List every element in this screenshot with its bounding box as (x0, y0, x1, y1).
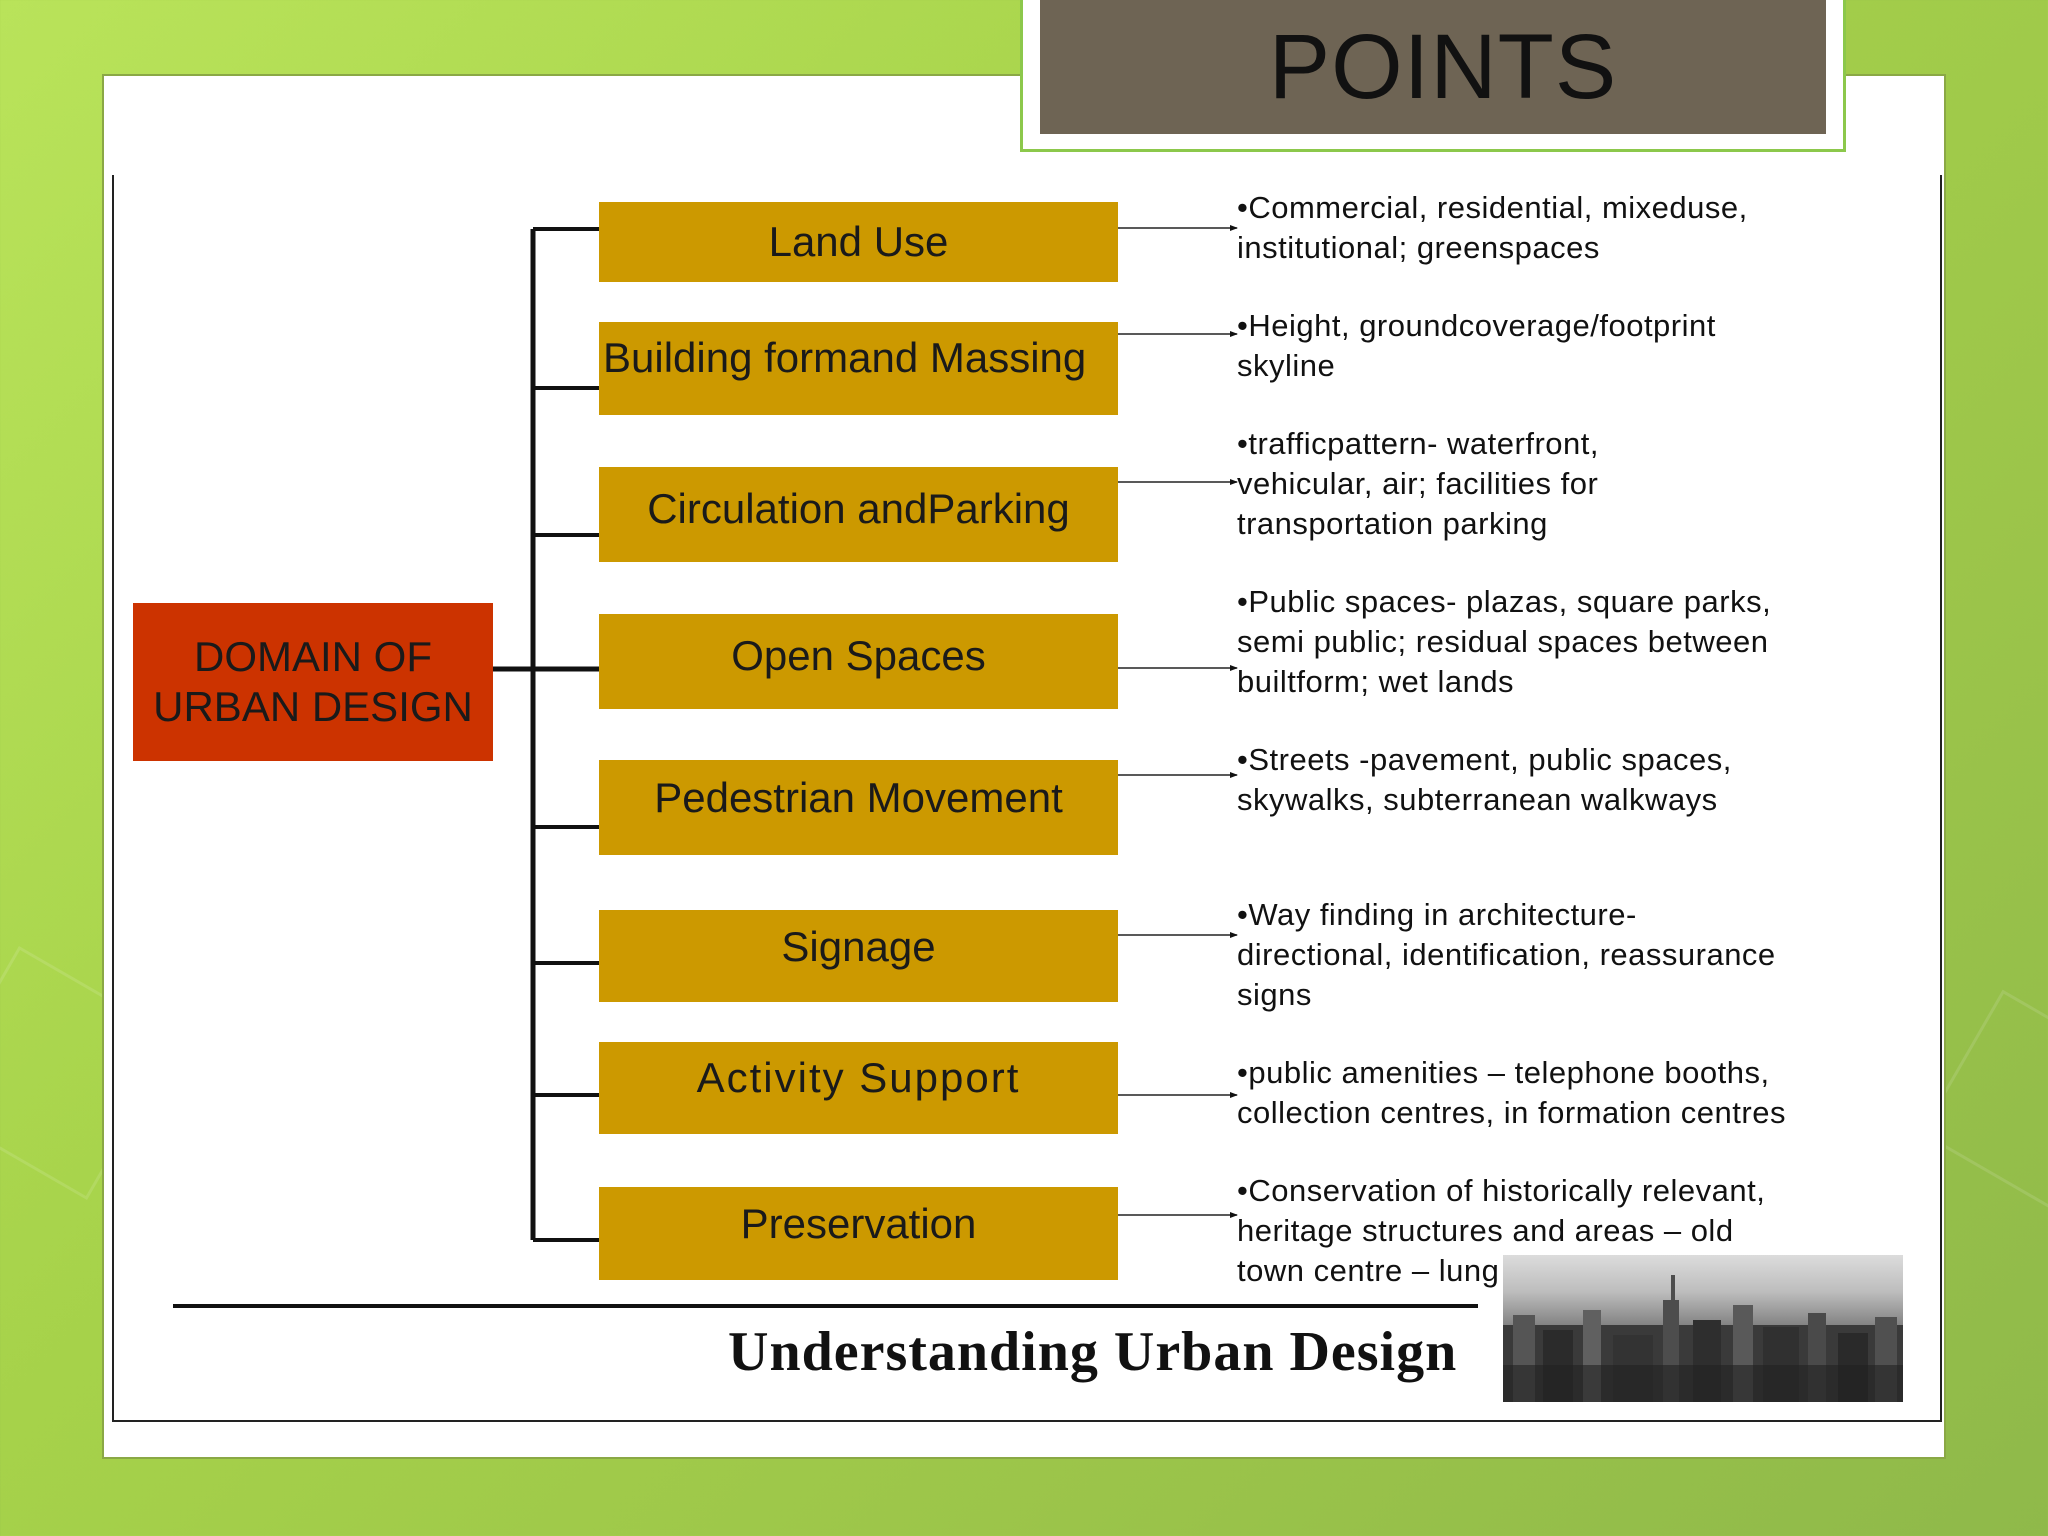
root-node-line-2: URBAN DESIGN (153, 683, 473, 730)
description-activity-support: •public amenities – telephone booths, co… (1237, 1053, 1786, 1133)
description-line: semi public; residual spaces between (1237, 624, 1769, 659)
description-preservation: •Conservation of historically relevant, … (1237, 1171, 1765, 1291)
category-label: Preservation (740, 1199, 977, 1247)
description-line: transportation parking (1237, 506, 1548, 541)
category-label: Activity Support (696, 1054, 1021, 1101)
description-line: vehicular, air; facilities for (1237, 466, 1599, 501)
category-label: Circulation andParking (647, 484, 1070, 532)
description-line: •public amenities – telephone booths, (1237, 1055, 1770, 1090)
description-signage: •Way finding in architecture- directiona… (1237, 895, 1776, 1015)
description-line: •Public spaces- plazas, square parks, (1237, 584, 1772, 619)
category-label: Building formand Massing (603, 333, 1087, 381)
root-node-domain-of-urban-design: DOMAIN OF URBAN DESIGN (133, 603, 493, 761)
slide-title: POINTS (1268, 15, 1618, 118)
description-line: skywalks, subterranean walkways (1237, 782, 1718, 817)
category-box-pedestrian: Pedestrian Movement (599, 760, 1118, 855)
description-line: builtform; wet lands (1237, 664, 1515, 699)
category-label: Signage (781, 923, 936, 970)
title-box: POINTS (1040, 0, 1826, 134)
category-box-open-spaces: Open Spaces (599, 614, 1118, 709)
description-line: •Streets -pavement, public spaces, (1237, 742, 1732, 777)
description-line: •Height, groundcoverage/footprint (1237, 308, 1716, 343)
category-box-circulation: Circulation andParking (599, 467, 1118, 562)
category-box-building-form: Building formand Massing (599, 322, 1118, 415)
description-pedestrian: •Streets -pavement, public spaces, skywa… (1237, 740, 1732, 820)
diagram-frame (112, 175, 1942, 1422)
category-box-activity-support: Activity Support (599, 1042, 1118, 1134)
description-building-form: •Height, groundcoverage/footprint skylin… (1237, 306, 1716, 386)
category-box-land-use: Land Use (599, 202, 1118, 282)
description-land-use: •Commercial, residential, mixeduse, inst… (1237, 188, 1748, 268)
category-box-preservation: Preservation (599, 1187, 1118, 1280)
description-line: skyline (1237, 348, 1336, 383)
description-line: •Commercial, residential, mixeduse, (1237, 190, 1748, 225)
skyline-silhouette (1503, 1275, 1903, 1402)
description-line: signs (1237, 977, 1312, 1012)
description-line: •trafficpattern- waterfront, (1237, 426, 1599, 461)
description-line: institutional; greenspaces (1237, 230, 1600, 265)
category-label: Pedestrian Movement (654, 773, 1063, 821)
description-line: heritage structures and areas – old (1237, 1213, 1734, 1248)
city-skyline-image (1503, 1255, 1903, 1402)
description-circulation: •trafficpattern- waterfront, vehicular, … (1237, 424, 1599, 544)
description-line: directional, identification, reassurance (1237, 937, 1776, 972)
description-line: •Way finding in architecture- (1237, 897, 1637, 932)
footer-title: Understanding Urban Design (728, 1321, 1458, 1383)
root-node-line-1: DOMAIN OF (194, 633, 432, 680)
description-line: •Conservation of historically relevant, (1237, 1173, 1766, 1208)
category-box-signage: Signage (599, 910, 1118, 1002)
category-label: Open Spaces (731, 631, 986, 679)
description-line: collection centres, in formation centres (1237, 1095, 1786, 1130)
category-label: Land Use (768, 218, 949, 265)
description-open-spaces: •Public spaces- plazas, square parks, se… (1237, 582, 1771, 702)
